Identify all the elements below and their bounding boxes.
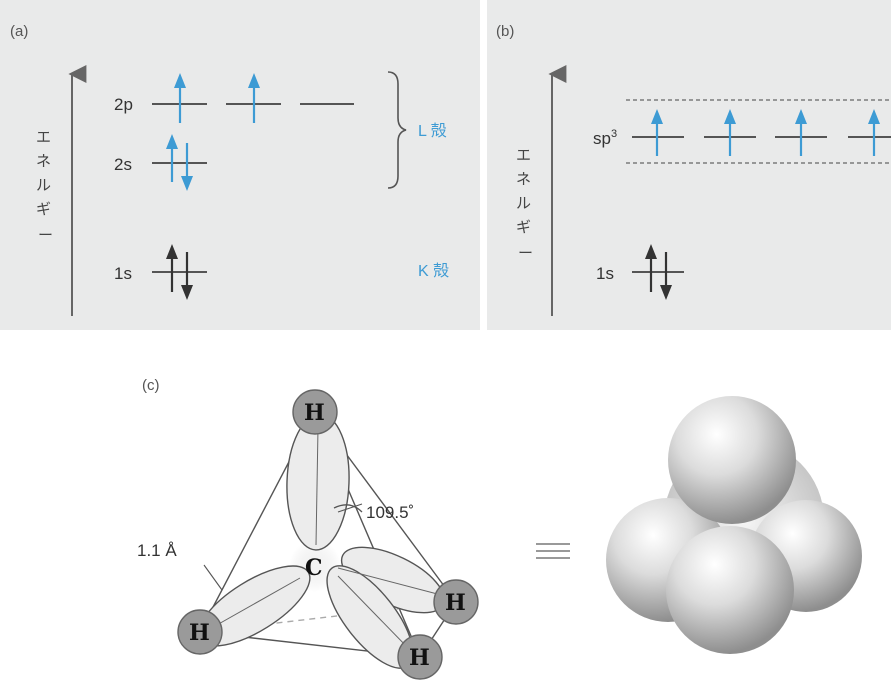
axis-char: ギ: [36, 200, 51, 218]
panel-c: (c) 109.5˚ 1.1 Å: [137, 377, 862, 680]
axis-char: ー: [38, 226, 53, 244]
electron-down-arrow: [181, 143, 193, 191]
hydrogen-sphere-front: [666, 526, 794, 654]
hydrogen-atom-front: H: [397, 634, 443, 680]
hydrogen-atom-right: H: [433, 579, 479, 625]
angle-leader: [337, 503, 363, 513]
panel-b-background: [487, 0, 891, 330]
energy-axis-label: エ ネ ル ギ ー: [36, 128, 53, 244]
equivalence-sign: [536, 543, 570, 559]
electron-up-arrow: [248, 73, 260, 123]
space-filling-model: [606, 396, 862, 654]
electron-down-arrow: [181, 252, 193, 300]
hydrogen-atom-top: H: [292, 389, 338, 435]
level-label-2s: 2s: [114, 155, 132, 174]
hydrogen-atom-left: H: [177, 609, 223, 655]
axis-char: ル: [36, 176, 51, 194]
axis-char: ネ: [36, 152, 51, 170]
energy-axis-label: エ ネ ル ギ ー: [516, 146, 533, 262]
electron-up-arrow: [166, 244, 178, 292]
axis-char: エ: [36, 128, 51, 146]
hydrogen-label: H: [445, 590, 466, 616]
level-label-1s: 1s: [114, 264, 132, 283]
hydrogen-sphere-top: [668, 396, 796, 524]
shell-label-K: K 殻: [418, 262, 449, 280]
shell-label-L: L 殻: [418, 122, 447, 140]
axis-char: ネ: [516, 170, 531, 188]
panel-c-tag: (c): [142, 377, 160, 394]
axis-char: ー: [518, 244, 533, 262]
panel-b-tag: (b): [496, 23, 514, 40]
electron-up-arrow: [868, 109, 880, 156]
level-label-2p: 2p: [114, 95, 133, 114]
electron-up-arrow: [166, 134, 178, 182]
carbon-label: C: [305, 555, 323, 581]
electron-down-arrow: [660, 252, 672, 300]
hydrogen-label: H: [304, 400, 325, 426]
electron-up-arrow: [724, 109, 736, 156]
level-label-sp3: sp3: [593, 128, 617, 148]
angle-label: 109.5˚: [366, 503, 414, 522]
level-label-1s: 1s: [596, 264, 614, 283]
panel-a-background: [0, 0, 480, 330]
shell-brace: [387, 71, 407, 189]
electron-up-arrow: [651, 109, 663, 156]
panel-a-tag: (a): [10, 23, 28, 40]
bond-length-label: 1.1 Å: [137, 541, 177, 560]
bond-length-leader: [203, 564, 223, 591]
electron-up-arrow: [645, 244, 657, 292]
axis-char: エ: [516, 146, 531, 164]
axis-char: ギ: [516, 218, 531, 236]
hydrogen-label: H: [409, 645, 430, 671]
angle-arc: [333, 504, 363, 513]
panel-b: (b) エ ネ ル ギ ー sp3: [496, 23, 891, 316]
electron-up-arrow: [174, 73, 186, 123]
axis-char: ル: [516, 194, 531, 212]
hydrogen-label: H: [189, 620, 210, 646]
panel-a: (a) エ ネ ル ギ ー 2p 2s: [10, 23, 449, 316]
sp3-lobes: [197, 413, 446, 669]
electron-up-arrow: [795, 109, 807, 156]
lobe-axes: [207, 427, 446, 651]
